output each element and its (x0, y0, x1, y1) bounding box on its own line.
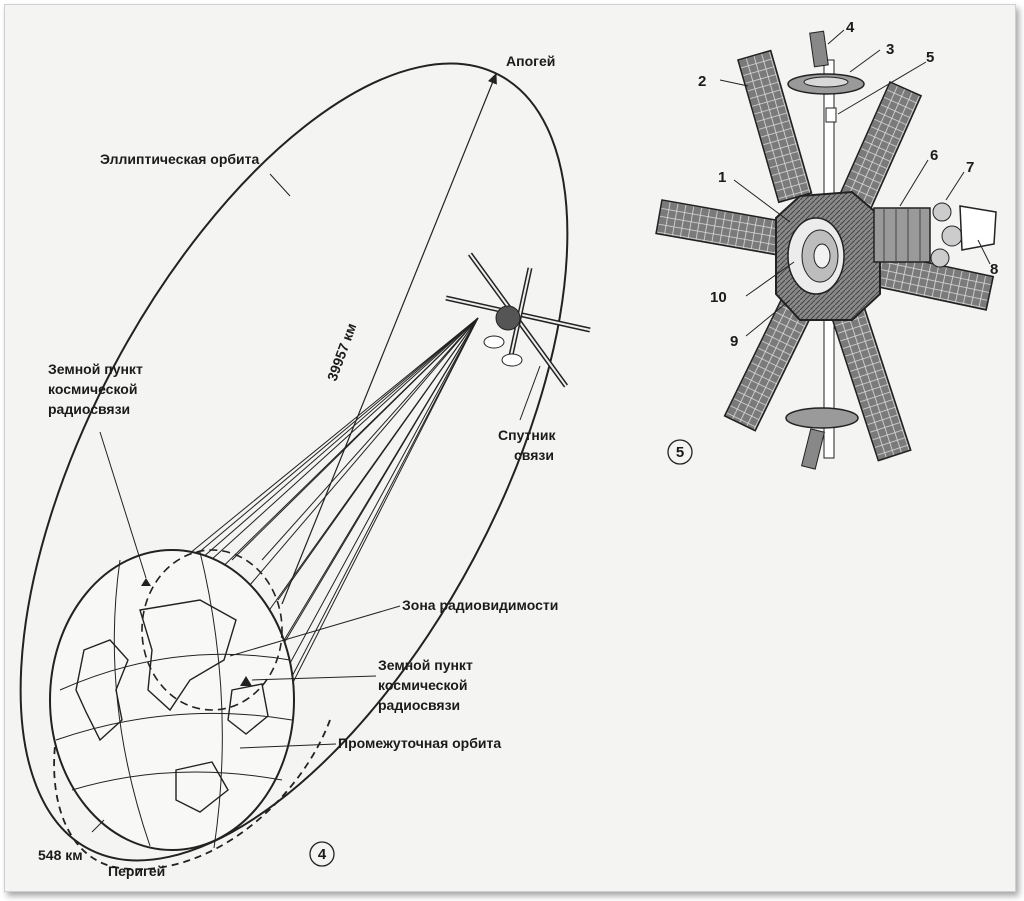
intermediate-orbit (53, 699, 331, 871)
svg-text:3: 3 (886, 41, 894, 58)
earth-globe (49, 549, 295, 851)
solar-panels (655, 49, 995, 462)
svg-text:7: 7 (966, 159, 974, 176)
svg-text:радиосвязи: радиосвязи (48, 401, 130, 417)
svg-text:4: 4 (318, 846, 327, 863)
figure-5-leader-lines (719, 29, 991, 337)
apogee-label: Апогей (506, 53, 555, 69)
svg-text:4: 4 (846, 19, 855, 36)
figure-4-leader-lines (91, 173, 541, 833)
svg-text:1: 1 (718, 169, 726, 186)
svg-text:Спутник: Спутник (498, 427, 556, 443)
svg-text:5: 5 (926, 49, 934, 66)
ground-station-right-marker (240, 676, 252, 686)
communication-satellite-small (445, 252, 591, 388)
distance-label: 39957 км (324, 321, 360, 383)
svg-text:Земной пункт: Земной пункт (378, 657, 473, 673)
satellite-label: Спутник связи (498, 427, 556, 463)
figure-5-satellite-diagram: 4 3 5 2 1 6 7 8 10 9 5 (655, 19, 998, 470)
svg-text:Земной пункт: Земной пункт (48, 361, 143, 377)
svg-text:10: 10 (710, 289, 727, 306)
perigee-label: Перигей (108, 863, 165, 879)
figure-5-number: 5 (667, 439, 693, 465)
figure-4-orbit-diagram: Апогей Эллиптическая орбита 39957 км Зем… (19, 53, 591, 879)
elliptical-orbit (19, 62, 569, 862)
svg-text:космической: космической (378, 677, 467, 693)
engine-section (873, 207, 931, 263)
lower-antenna-dish (785, 407, 859, 429)
svg-text:9: 9 (730, 333, 738, 350)
svg-text:космической: космической (48, 381, 137, 397)
ground-station-left-label: Земной пункт космической радиосвязи (48, 361, 143, 417)
svg-text:8: 8 (990, 261, 998, 278)
distance-arrow (281, 72, 497, 605)
figure-5-part-numbers: 4 3 5 2 1 6 7 8 10 9 (698, 19, 998, 350)
perigee-distance-label: 548 км (38, 847, 83, 863)
ground-station-left-marker (141, 578, 151, 586)
svg-text:связи: связи (514, 447, 554, 463)
ground-station-right-label: Земной пункт космической радиосвязи (378, 657, 473, 713)
svg-text:радиосвязи: радиосвязи (378, 697, 460, 713)
figure-4-number: 4 (309, 841, 335, 867)
elliptic-orbit-label: Эллиптическая орбита (100, 151, 260, 167)
svg-text:2: 2 (698, 73, 706, 90)
radio-visibility-zone (141, 549, 283, 711)
intermediate-orbit-label: Промежуточная орбита (338, 735, 501, 751)
svg-text:6: 6 (930, 147, 938, 164)
visibility-zone-label: Зона радиовидимости (402, 597, 558, 613)
svg-text:5: 5 (676, 444, 684, 461)
